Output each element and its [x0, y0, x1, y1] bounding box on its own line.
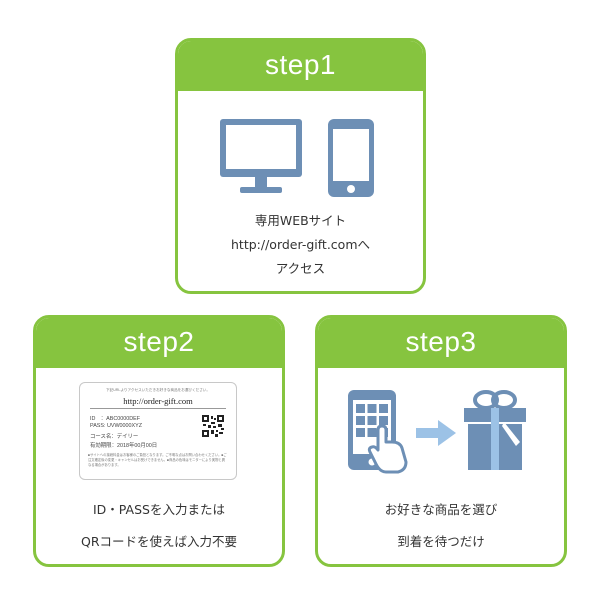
card-notes: ■サイトへの接続料金はお客様のご負担となります。ご不明な点はお問い合わせください…: [88, 453, 227, 467]
card-pass: PASS: UVW0000XYZ: [90, 423, 143, 429]
card-url: http://order-gift.com: [123, 396, 193, 406]
step1-card: step1 専用WEBサイト http://order-gift.comへ アク…: [175, 38, 426, 294]
card-course: コース名：デイリー: [90, 434, 139, 440]
step3-card: step3 お好きな商品を選び 到着を待つだけ: [315, 315, 567, 567]
step1-title: step1: [178, 41, 423, 91]
monitor-icon: [220, 119, 302, 193]
arrow-right-icon: [416, 420, 456, 446]
step3-caption: お好きな商品を選び 到着を待つだけ: [384, 502, 498, 549]
gift-box-icon: [464, 390, 526, 470]
step2-card: step2 下記URLよりアクセスいただきお好きな商品をお選びください。 htt…: [33, 315, 285, 567]
step1-caption: 専用WEBサイト http://order-gift.comへ アクセス: [178, 209, 423, 281]
gift-card-image: 下記URLよりアクセスいただきお好きな商品をお選びください。 http://or…: [79, 382, 237, 480]
card-header: 下記URLよりアクセスいただきお好きな商品をお選びください。: [106, 388, 210, 392]
card-expiry: 有効期限：2018年00月00日: [90, 443, 158, 449]
step2-caption: ID・PASSを入力または QRコードを使えば入力不要: [80, 502, 238, 549]
qr-code-icon: [202, 415, 224, 437]
order-gift-link[interactable]: http://order-gift.comへ: [231, 237, 370, 252]
tablet-tap-icon: [348, 390, 408, 474]
smartphone-icon: [328, 119, 374, 197]
card-id: ID ：ABC0000DEF: [90, 416, 141, 422]
step2-title: step2: [36, 318, 282, 368]
card-divider: [90, 408, 226, 409]
step3-title: step3: [318, 318, 564, 368]
